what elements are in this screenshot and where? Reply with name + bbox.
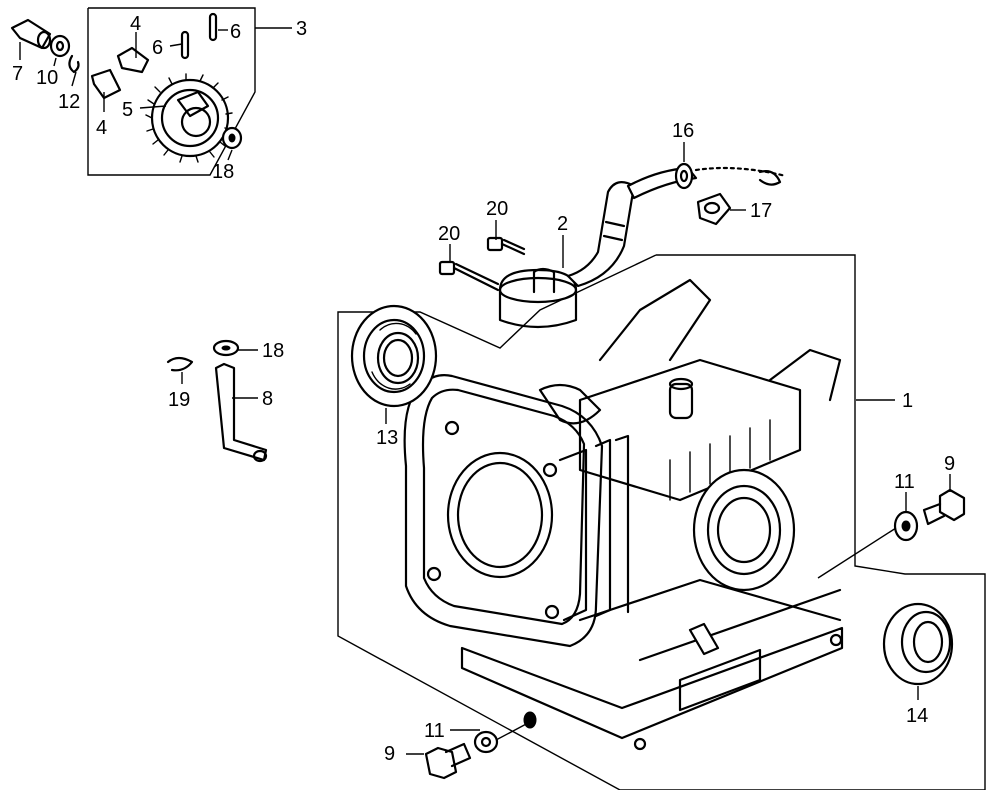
callout-9b: 9 bbox=[384, 743, 395, 765]
callout-18b: 18 bbox=[262, 340, 284, 362]
callout-13: 13 bbox=[376, 427, 398, 449]
callout-11a: 11 bbox=[894, 471, 915, 493]
callout-2: 2 bbox=[557, 213, 568, 235]
callout-4a: 4 bbox=[130, 13, 141, 35]
callout-19: 19 bbox=[168, 389, 190, 411]
thrust-washer bbox=[221, 126, 243, 150]
bolt-upper bbox=[486, 236, 526, 256]
callout-3: 3 bbox=[296, 18, 307, 40]
breather-assembly bbox=[498, 166, 788, 329]
drain-bolt-bottom bbox=[424, 742, 472, 780]
breather-tube bbox=[566, 181, 636, 288]
washer bbox=[49, 34, 71, 58]
cylinder-bore bbox=[446, 451, 554, 579]
callout-20a: 20 bbox=[486, 198, 508, 220]
leader-lines bbox=[19, 27, 951, 755]
callout-8: 8 bbox=[262, 388, 273, 410]
callout-18a: 18 bbox=[212, 161, 234, 183]
callout-12: 12 bbox=[58, 91, 80, 113]
bolt-lower bbox=[438, 260, 500, 292]
crankcase bbox=[337, 254, 986, 790]
governor-arm-shaft bbox=[214, 362, 268, 463]
governor-weight-a bbox=[116, 46, 150, 74]
pin-b bbox=[208, 12, 218, 42]
grommet bbox=[674, 162, 694, 190]
governor-weight-b bbox=[90, 68, 122, 100]
callout-10: 10 bbox=[36, 67, 58, 89]
governor-shaft bbox=[10, 18, 52, 50]
crankcase-frame bbox=[337, 254, 986, 790]
callout-9a: 9 bbox=[944, 453, 955, 475]
pin-a bbox=[180, 30, 190, 60]
cap-nut bbox=[696, 192, 732, 226]
ball-bearing bbox=[350, 304, 438, 408]
callouts: 1 2 3 4 4 5 6 6 7 8 9 9 10 11 11 12 13 1… bbox=[12, 13, 955, 765]
oil-seal bbox=[882, 602, 954, 686]
crankcase-base bbox=[460, 626, 844, 740]
pin-clip bbox=[166, 356, 194, 372]
drain-bolt-right bbox=[922, 488, 966, 526]
callout-7: 7 bbox=[12, 63, 23, 85]
callout-1: 1 bbox=[902, 390, 913, 412]
callout-5: 5 bbox=[122, 99, 133, 121]
washer-small bbox=[212, 339, 240, 357]
callout-6a: 6 bbox=[152, 37, 163, 59]
oil-filler-post bbox=[668, 382, 694, 420]
callout-14: 14 bbox=[906, 705, 928, 727]
callout-11b: 11 bbox=[424, 720, 445, 742]
governor-assembly-inset bbox=[10, 7, 256, 176]
callout-4b: 4 bbox=[96, 117, 107, 139]
callout-20b: 20 bbox=[438, 223, 460, 245]
callout-6b: 6 bbox=[230, 21, 241, 43]
sealing-washer-bottom bbox=[473, 730, 499, 754]
sealing-washer-right bbox=[893, 510, 919, 542]
callout-16: 16 bbox=[672, 120, 694, 142]
hose-dots bbox=[694, 166, 788, 178]
clip bbox=[68, 54, 80, 74]
callout-17: 17 bbox=[750, 200, 772, 222]
governor-gear bbox=[145, 73, 233, 163]
